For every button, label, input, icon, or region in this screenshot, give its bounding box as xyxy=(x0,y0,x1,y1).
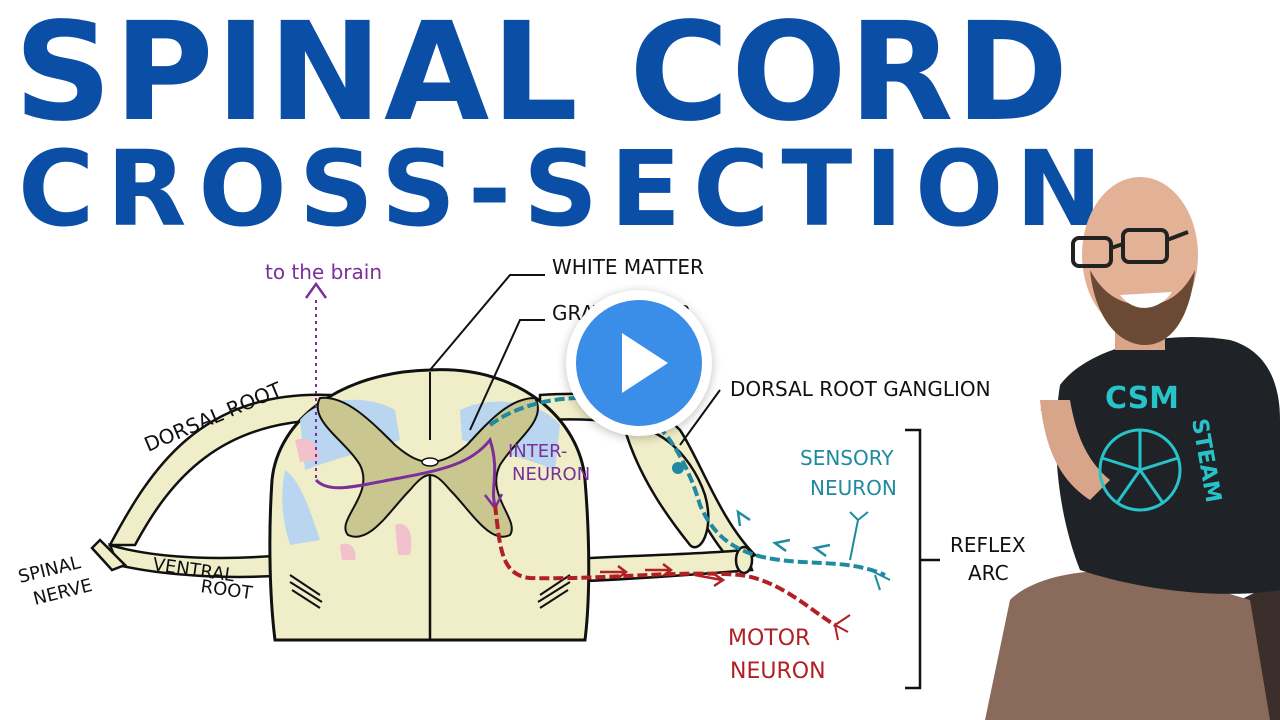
gray-matter-leader xyxy=(469,319,545,431)
label-sensory-neuron-1: SENSORY xyxy=(800,446,894,470)
presenter-thumb xyxy=(1040,400,1055,415)
play-button[interactable] xyxy=(566,290,712,436)
label-to-the-brain: to the brain xyxy=(265,260,382,284)
sensory-cell-body xyxy=(672,462,684,474)
presenter-legs xyxy=(985,570,1270,720)
sensory-arrows xyxy=(736,509,831,558)
play-button-inner[interactable] xyxy=(576,300,702,426)
right-rootlets xyxy=(537,574,571,609)
tract-pink-3 xyxy=(340,543,356,560)
label-sensory-neuron-2: NEURON xyxy=(810,476,897,500)
play-icon xyxy=(622,333,668,393)
glasses-icon xyxy=(1071,228,1189,268)
shirt-logo-text: CSM xyxy=(1105,381,1179,416)
left-spinal-nerve-cap xyxy=(90,538,128,572)
reflex-arc-bracket xyxy=(905,428,922,690)
tract-blue-lower xyxy=(282,470,320,545)
label-dorsal-root-ganglion: DORSAL ROOT GANGLION xyxy=(730,377,991,401)
label-reflex-arc-2: ARC xyxy=(968,561,1009,585)
left-rootlets xyxy=(289,574,323,609)
tract-pink-2 xyxy=(395,523,412,555)
ganglion-leader xyxy=(679,389,721,446)
interneuron-path xyxy=(314,436,497,506)
dorsal-root-ganglion xyxy=(623,426,710,549)
motor-terminal xyxy=(834,614,851,641)
white-matter-leader xyxy=(429,274,545,371)
central-canal xyxy=(421,457,439,467)
label-motor-neuron-1: MOTOR xyxy=(728,626,810,651)
label-motor-neuron-2: NEURON xyxy=(730,659,826,684)
label-reflex-arc-1: REFLEX xyxy=(950,533,1026,557)
sensory-dendrites xyxy=(849,511,891,591)
motor-neuron-path xyxy=(493,504,837,627)
label-interneuron-1: INTER- xyxy=(508,441,567,462)
motor-arrows xyxy=(600,563,726,588)
presenter-mouth xyxy=(1120,292,1172,308)
label-ventral-root-2: ROOT xyxy=(199,576,254,604)
presenter-shirt xyxy=(1056,337,1280,594)
label-white-matter: WHITE MATTER xyxy=(552,255,704,279)
shirt-logo xyxy=(1098,428,1182,512)
right-ventral-root xyxy=(558,548,754,584)
to-brain-arrowhead xyxy=(304,281,328,299)
presenter-arm xyxy=(1040,400,1110,500)
title-line-1: SPINAL CORD xyxy=(14,0,1071,152)
presenter-photo: CSM STEAM xyxy=(985,177,1280,720)
label-interneuron-2: NEURON xyxy=(512,464,590,485)
tract-pink-1 xyxy=(295,438,319,462)
title-line-2: CROSS-SECTION xyxy=(18,128,1115,250)
